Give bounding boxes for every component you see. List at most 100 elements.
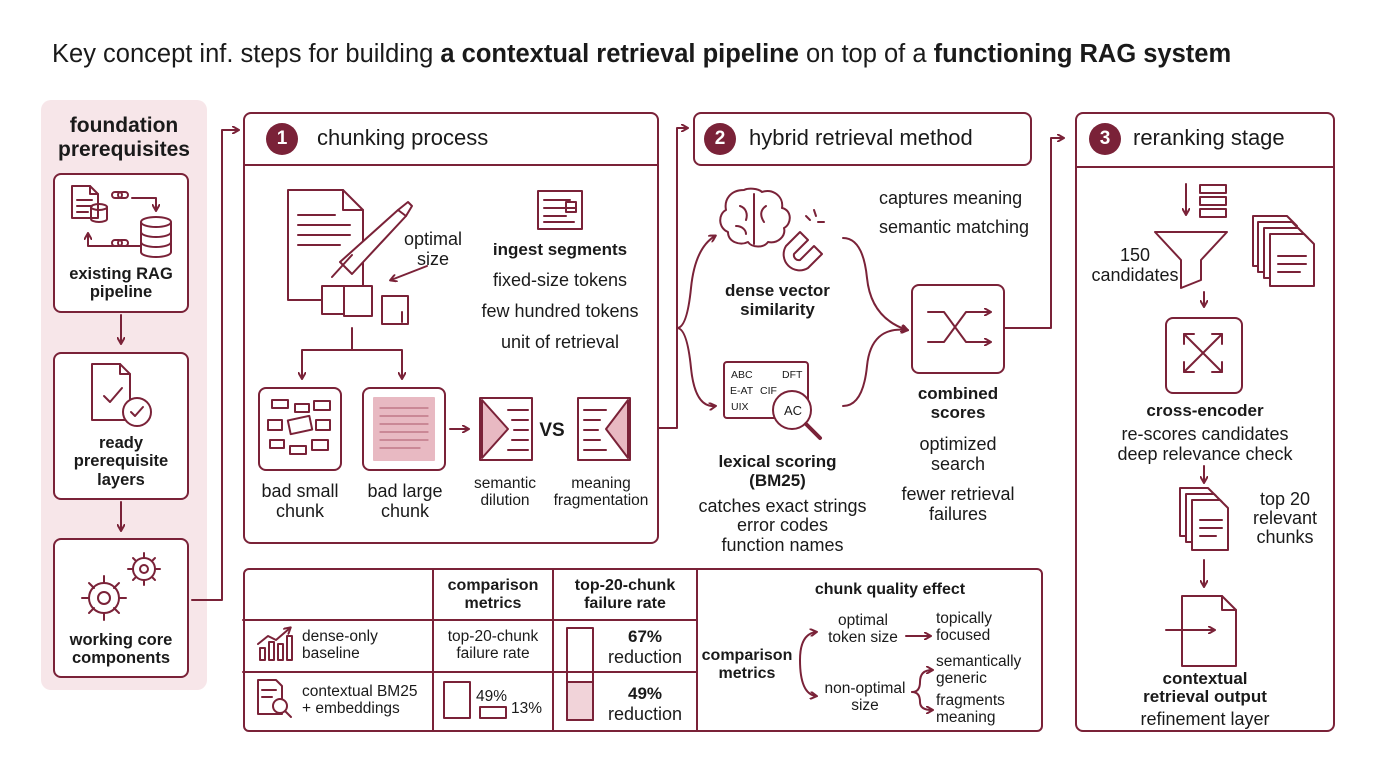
existing-rag-line2: pipeline	[89, 283, 153, 302]
cross-encoder-icon-box	[1165, 317, 1243, 394]
topical-line2: focused	[936, 627, 991, 645]
row1-value: 67%	[627, 627, 663, 646]
meaning-line2: fragmentation	[553, 492, 649, 510]
semantic-dilution-icon	[479, 397, 533, 461]
output-line2: retrieval output	[1143, 687, 1267, 707]
lexical-icon-text: ABC DFT E-AT CIF UIX AC	[730, 369, 803, 418]
brain-icon	[719, 187, 791, 248]
bar-49	[443, 681, 471, 719]
combined-scores-label: combined scores	[890, 384, 1026, 422]
failure-rate-bar	[566, 627, 594, 721]
quality-left-line2: metrics	[718, 664, 776, 682]
expand-arrows-icon	[1183, 333, 1223, 373]
reranking-title: reranking stage	[1133, 125, 1285, 150]
lex-text-cif: CIF	[760, 385, 777, 397]
candidates-label: 150 candidates	[1085, 245, 1185, 285]
topical-line1: topically	[936, 610, 992, 627]
quality-title: chunk quality effect	[814, 581, 966, 598]
lexical-desc-3: function names	[721, 534, 844, 555]
lex-text-dft: DFT	[782, 369, 803, 381]
output-doc-icon	[1165, 595, 1237, 667]
row1-metric: top-20-chunk failure rate	[433, 628, 553, 663]
top-docs-icon	[1179, 487, 1229, 551]
nonopt-line2: size	[851, 697, 879, 715]
ingest-title: ingest segments	[492, 240, 628, 259]
top-line3: chunks	[1256, 527, 1314, 548]
col3-line2: failure rate	[584, 594, 666, 612]
bar-left-value: 49%	[476, 688, 508, 705]
bad-large-line2: chunk	[380, 501, 430, 522]
lexical-line1: lexical scoring	[718, 452, 837, 471]
lex-text-ac: AC	[784, 403, 802, 418]
ingest-line-3: unit of retrieval	[500, 332, 620, 352]
chunking-number: 1	[266, 123, 298, 155]
row2-value-label: reduction	[607, 704, 683, 724]
optimal-token-line2: token size	[828, 629, 898, 647]
document-knife-icon	[287, 189, 413, 301]
branch-to-dense	[676, 236, 715, 329]
bad-small-line1: bad small	[261, 481, 339, 501]
top-20-label: top 20 relevant chunks	[1240, 489, 1330, 548]
row1-label: dense-only baseline	[302, 628, 378, 663]
optimal-size-line2: size	[416, 249, 449, 270]
optimal-size-line1: optimal	[403, 229, 463, 249]
bad-large-line1: bad large	[367, 481, 443, 501]
col3-line1: top-20-chunk	[574, 577, 676, 594]
vs-label: VS	[539, 420, 565, 441]
ingest-line-1: fixed-size tokens	[492, 270, 628, 290]
title-part-3: on top of a	[798, 40, 934, 68]
combined-icon-box	[911, 284, 1005, 374]
frag-line2: meaning	[936, 709, 996, 727]
foundation-title-line2: prerequisites	[58, 137, 190, 161]
bar-right-value: 13%	[511, 700, 543, 717]
semantic-line2: dilution	[480, 492, 530, 510]
lex-text-abc: ABC	[731, 369, 753, 381]
working-core-line1: working core	[69, 631, 173, 649]
semantic-line1: semantic	[473, 475, 537, 492]
existing-rag-line1: existing RAG	[69, 265, 173, 283]
row1-metric-line2: failure rate	[456, 645, 530, 663]
bad-large-label: bad large chunk	[350, 481, 460, 521]
bad-small-icon	[267, 399, 331, 455]
lexical-desc-1: catches exact strings	[698, 496, 867, 516]
hybrid-number: 2	[704, 123, 736, 155]
semantically-generic-label: semantically generic	[936, 653, 1021, 688]
fewer-line1: fewer retrieval	[901, 484, 1015, 504]
row1-label-line1: dense-only	[302, 628, 378, 645]
docs-stack-icon	[1252, 215, 1315, 287]
bad-small-label: bad small chunk	[245, 481, 355, 521]
growth-chart-icon	[257, 628, 293, 661]
bad-small-line2: chunk	[275, 501, 325, 522]
doc-search-icon	[257, 679, 292, 718]
ready-line1: ready	[98, 434, 144, 452]
sem-line1: semantically	[936, 653, 1022, 670]
meaning-fragmentation-icon	[577, 397, 631, 461]
output-line1: contextual	[1162, 669, 1248, 688]
output-line-3: refinement layer	[1140, 709, 1270, 729]
row2-value: 49%	[627, 684, 663, 703]
foundation-title: foundation prerequisites	[41, 114, 207, 161]
top-line2: relevant	[1252, 508, 1318, 529]
quality-left-line1: comparison	[701, 647, 793, 664]
optimal-size-label: optimal size	[396, 229, 470, 269]
foundation-title-line1: foundation	[69, 114, 179, 137]
shuffle-icon	[927, 312, 990, 342]
page-title: Key concept inf. steps for building a co…	[52, 40, 1231, 69]
semantic-dilution-label: semantic dilution	[460, 475, 550, 510]
working-core-box	[53, 538, 189, 678]
col-failure-rate: top-20-chunk failure rate	[553, 577, 697, 613]
sem-line2: generic	[936, 670, 987, 688]
chunking-title: chunking process	[317, 125, 489, 150]
lex-text-eat: E-AT	[730, 385, 754, 397]
bad-large-icon	[373, 397, 435, 461]
hybrid-title: hybrid retrieval method	[749, 125, 973, 150]
lex-text-uix: UIX	[731, 401, 749, 413]
dense-line1: dense vector	[725, 281, 830, 300]
foundation-to-chunking	[191, 130, 238, 601]
ready-check-icon	[91, 363, 152, 427]
col-comparison-metrics: comparison metrics	[433, 577, 553, 613]
ready-prereq-box	[53, 352, 189, 500]
optimized-line1: optimized	[919, 434, 997, 454]
title-part-1: Key concept inf. steps for building	[52, 40, 441, 68]
